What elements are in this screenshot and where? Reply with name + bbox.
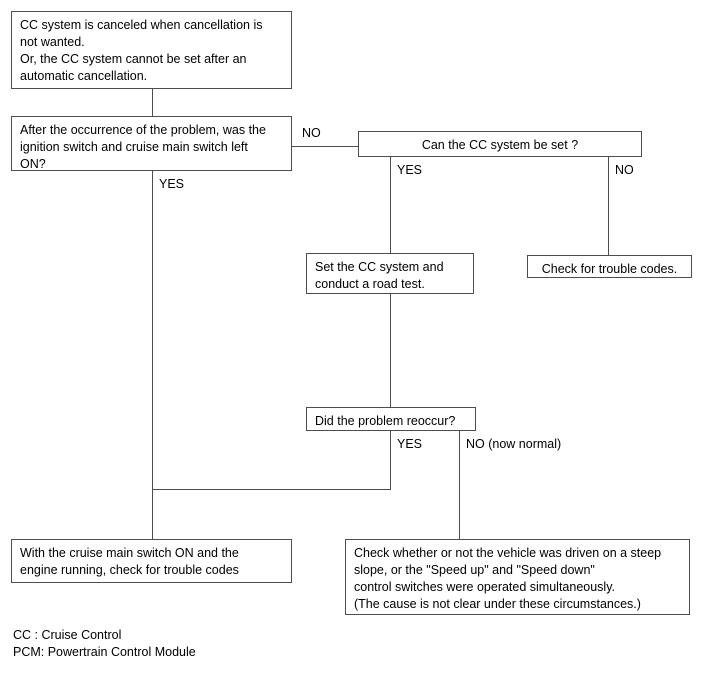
connector-symptom-to-ignition: [152, 88, 153, 116]
connector-ignition-no-horizontal: [291, 146, 359, 147]
box-cruise-switch-on-check-text: With the cruise main switch ON and the e…: [20, 546, 239, 577]
box-set-cc-road-test[interactable]: Set the CC system and conduct a road tes…: [306, 253, 474, 294]
connector-reoccur-no-vertical: [459, 430, 460, 540]
connector-merge-to-bottom-left: [152, 489, 153, 540]
label-reoccur-no: NO (now normal): [466, 437, 562, 451]
box-set-cc-road-test-text: Set the CC system and conduct a road tes…: [315, 260, 444, 291]
label-ignition-no: NO: [302, 126, 321, 140]
connector-can-set-no-vertical: [608, 156, 609, 256]
label-can-set-yes: YES: [397, 163, 423, 177]
box-check-trouble-codes-right-text: Check for trouble codes.: [541, 262, 678, 276]
box-question-can-set[interactable]: Can the CC system be set ?: [358, 131, 642, 157]
connector-set-cc-to-reoccur: [390, 293, 391, 408]
box-check-steep-slope-text: Check whether or not the vehicle was dri…: [354, 546, 662, 611]
connector-reoccur-yes-vertical: [390, 430, 391, 490]
connector-merge-horizontal: [152, 489, 391, 490]
box-cruise-switch-on-check[interactable]: With the cruise main switch ON and the e…: [11, 539, 292, 583]
connector-ignition-yes-vertical: [152, 170, 153, 490]
box-question-can-set-text: Can the CC system be set ?: [421, 138, 579, 152]
box-question-reoccur[interactable]: Did the problem reoccur?: [306, 407, 476, 431]
box-question-ignition[interactable]: After the occurrence of the problem, was…: [11, 116, 292, 171]
box-symptom[interactable]: CC system is canceled when cancellation …: [11, 11, 292, 89]
label-ignition-yes: YES: [159, 177, 185, 191]
box-symptom-text: CC system is canceled when cancellation …: [20, 18, 263, 83]
connector-can-set-yes-vertical: [390, 156, 391, 254]
box-check-steep-slope[interactable]: Check whether or not the vehicle was dri…: [345, 539, 690, 615]
label-can-set-no: NO: [615, 163, 634, 177]
legend-abbreviations: CC : Cruise Control PCM: Powertrain Cont…: [13, 628, 196, 659]
box-question-reoccur-text: Did the problem reoccur?: [315, 414, 456, 428]
label-reoccur-yes: YES: [397, 437, 423, 451]
box-check-trouble-codes-right[interactable]: Check for trouble codes.: [527, 255, 692, 278]
box-question-ignition-text: After the occurrence of the problem, was…: [20, 123, 266, 171]
